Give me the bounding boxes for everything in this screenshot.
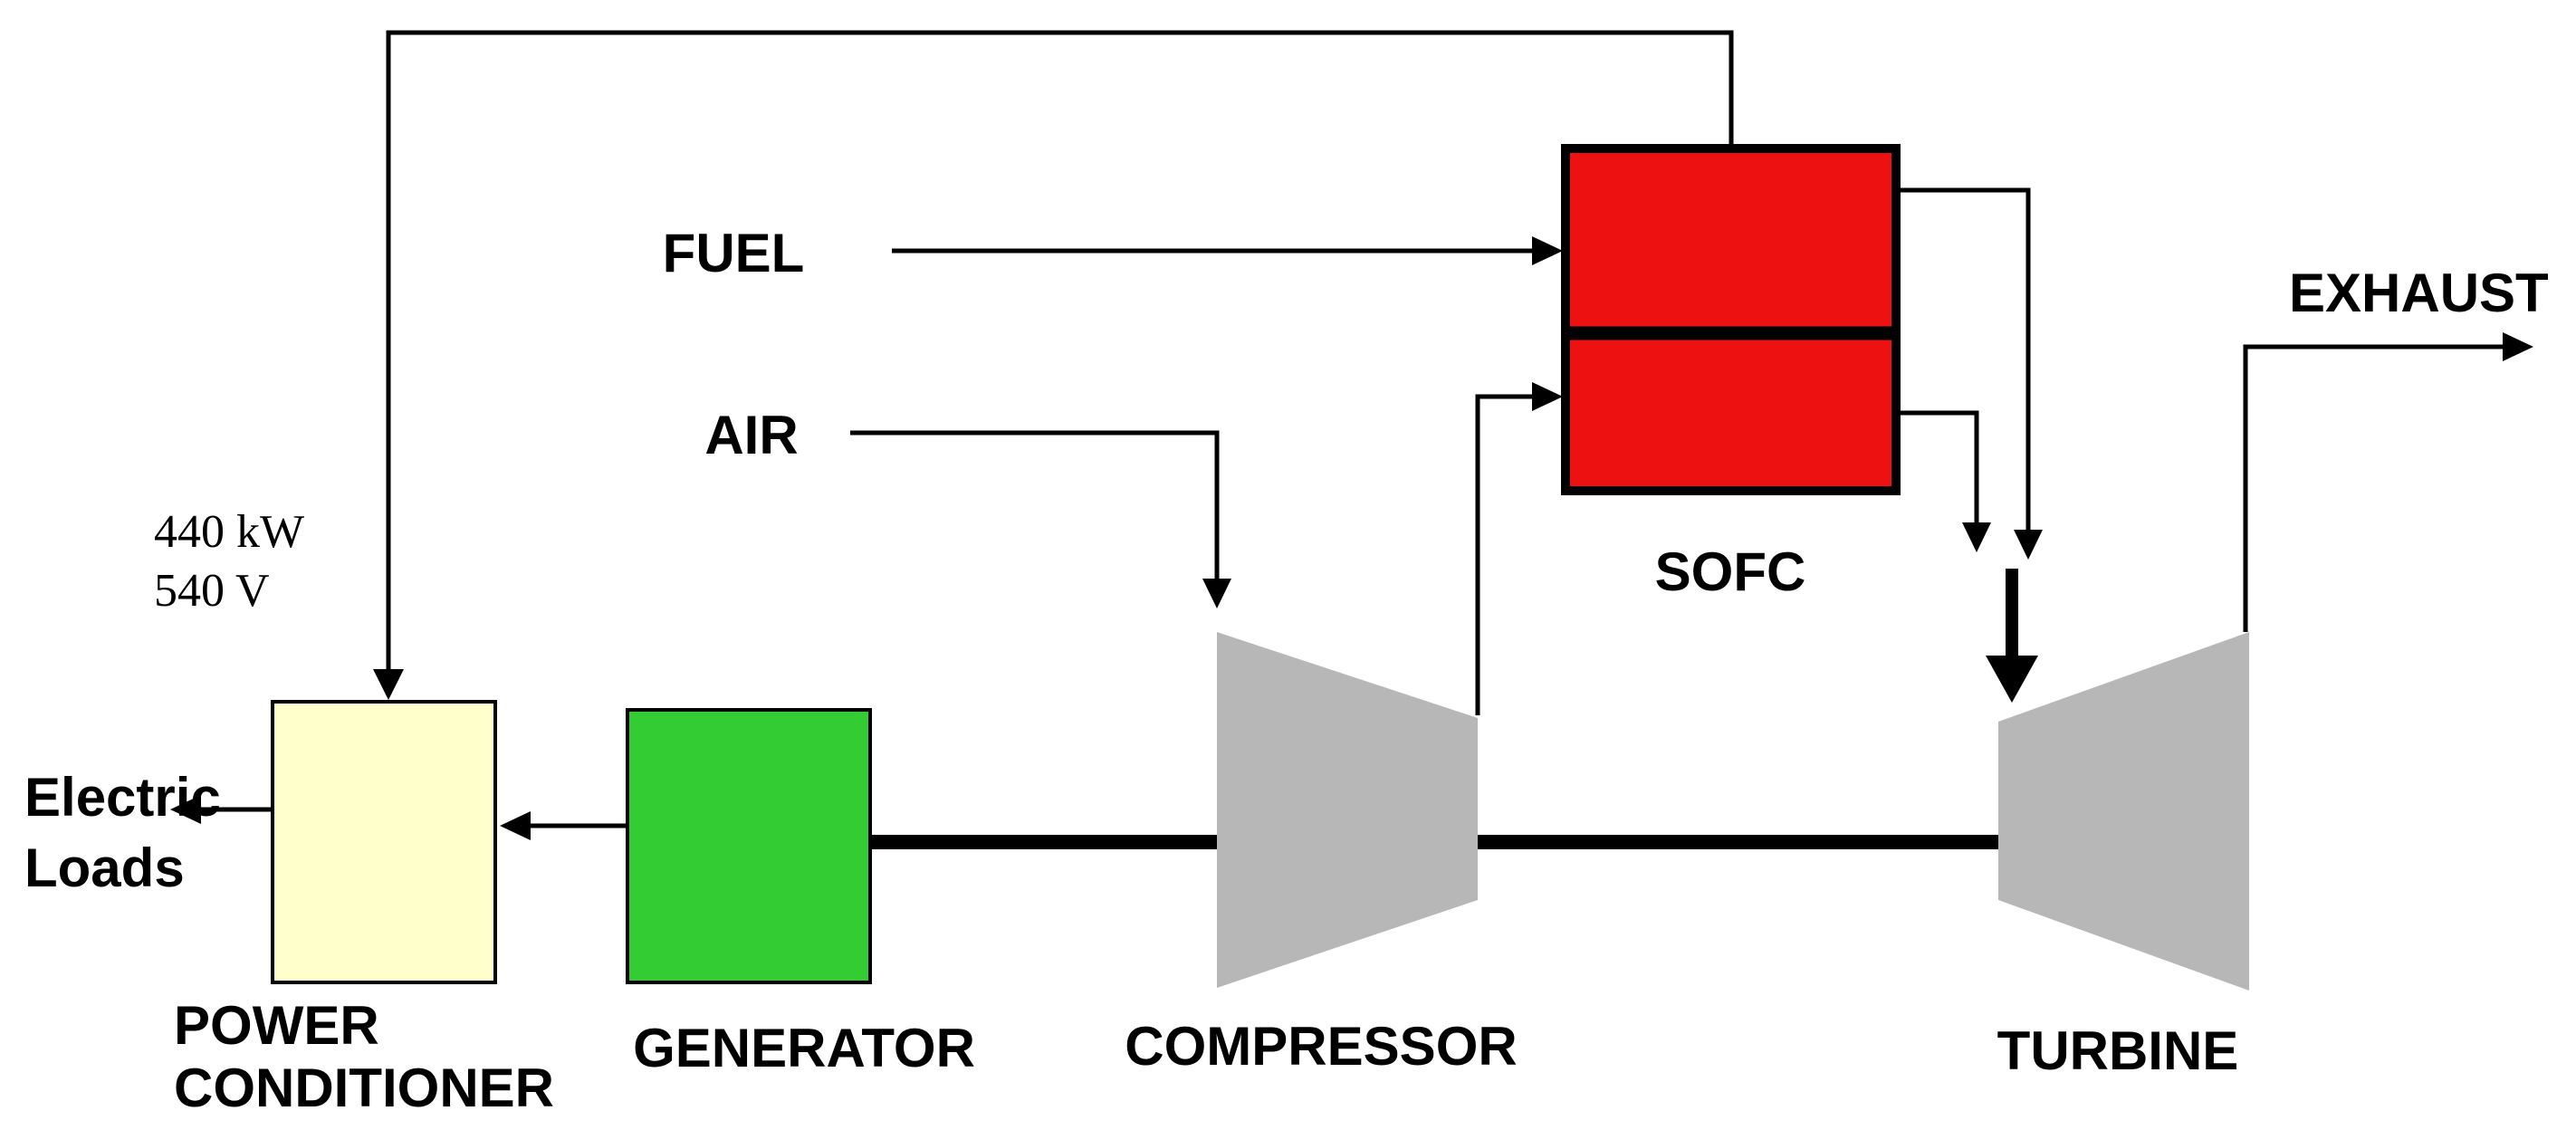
generator-label: GENERATOR: [633, 1018, 975, 1078]
turbine-label: TURBINE: [1997, 1020, 2239, 1081]
exhaust-arrowhead-icon: [2503, 332, 2533, 361]
fuel-arrowhead-icon: [1532, 236, 1563, 265]
exhaust-label: EXHAUST: [2289, 263, 2549, 323]
power-rating-volts: 540 V: [154, 565, 270, 617]
sofc-lower-outlet-line: [1896, 410, 1979, 523]
power-rating-label: 440 kW 540 V: [154, 503, 304, 620]
power-conditioner-box: [271, 700, 497, 984]
exhaust-flow-line: [2243, 344, 2504, 632]
power-conditioner-label-line2: CONDITIONER: [174, 1058, 554, 1118]
compressor-to-sofc-arrowhead-icon: [1532, 382, 1563, 411]
turbine-inlet-arrowhead-icon: [1986, 656, 2038, 703]
air-label: AIR: [704, 405, 799, 465]
sofc-box: [1561, 144, 1901, 495]
power-conditioner-to-loads-arrowhead-icon: [170, 795, 201, 824]
generator-to-power-conditioner-arrowhead-icon: [500, 811, 531, 840]
power-rating-kw: 440 kW: [154, 506, 305, 558]
compressor-to-sofc-line: [1475, 394, 1537, 715]
electric-loads-label-line1: Electric: [24, 767, 221, 828]
sofc-upper-outlet-line: [1896, 187, 2031, 531]
sofc-to-power-conditioner-arrowhead-icon: [373, 669, 404, 700]
fuel-label: FUEL: [662, 223, 805, 283]
sofc-lower-outlet-arrowhead-icon: [1962, 522, 1991, 552]
air-arrowhead-icon: [1202, 579, 1231, 608]
power-conditioner-label-line1: POWER: [174, 995, 379, 1056]
electric-loads-label: Electric Loads: [24, 762, 221, 904]
air-flow-line: [850, 430, 1220, 579]
turbine-shape: [1998, 632, 2249, 991]
compressor-label: COMPRESSOR: [1125, 1016, 1518, 1077]
compressor-shape: [1217, 632, 1478, 988]
sofc-label: SOFC: [1654, 541, 1806, 602]
sofc-upper-outlet-arrowhead-icon: [2014, 530, 2043, 560]
generator-box: [626, 708, 872, 984]
sofc-to-power-conditioner-line: [386, 30, 1734, 672]
power-conditioner-label: POWER CONDITIONER: [174, 994, 554, 1119]
electric-loads-label-line2: Loads: [24, 838, 185, 898]
